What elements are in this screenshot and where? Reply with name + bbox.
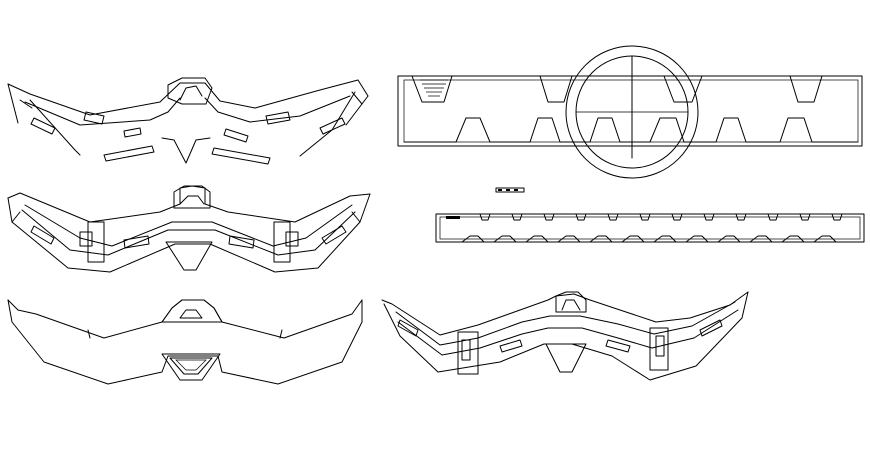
elevation-top-right xyxy=(397,45,863,179)
plan-middle-left xyxy=(7,185,371,273)
openings-bottom-row xyxy=(461,235,837,243)
plan-bottom-left xyxy=(7,299,363,385)
stair-hatch xyxy=(420,79,448,97)
scale-bar xyxy=(495,187,525,193)
openings-top-row xyxy=(479,213,843,221)
plan-top-left xyxy=(7,77,369,165)
plan-bottom-right xyxy=(381,291,749,381)
elevation-middle-right xyxy=(435,213,865,243)
